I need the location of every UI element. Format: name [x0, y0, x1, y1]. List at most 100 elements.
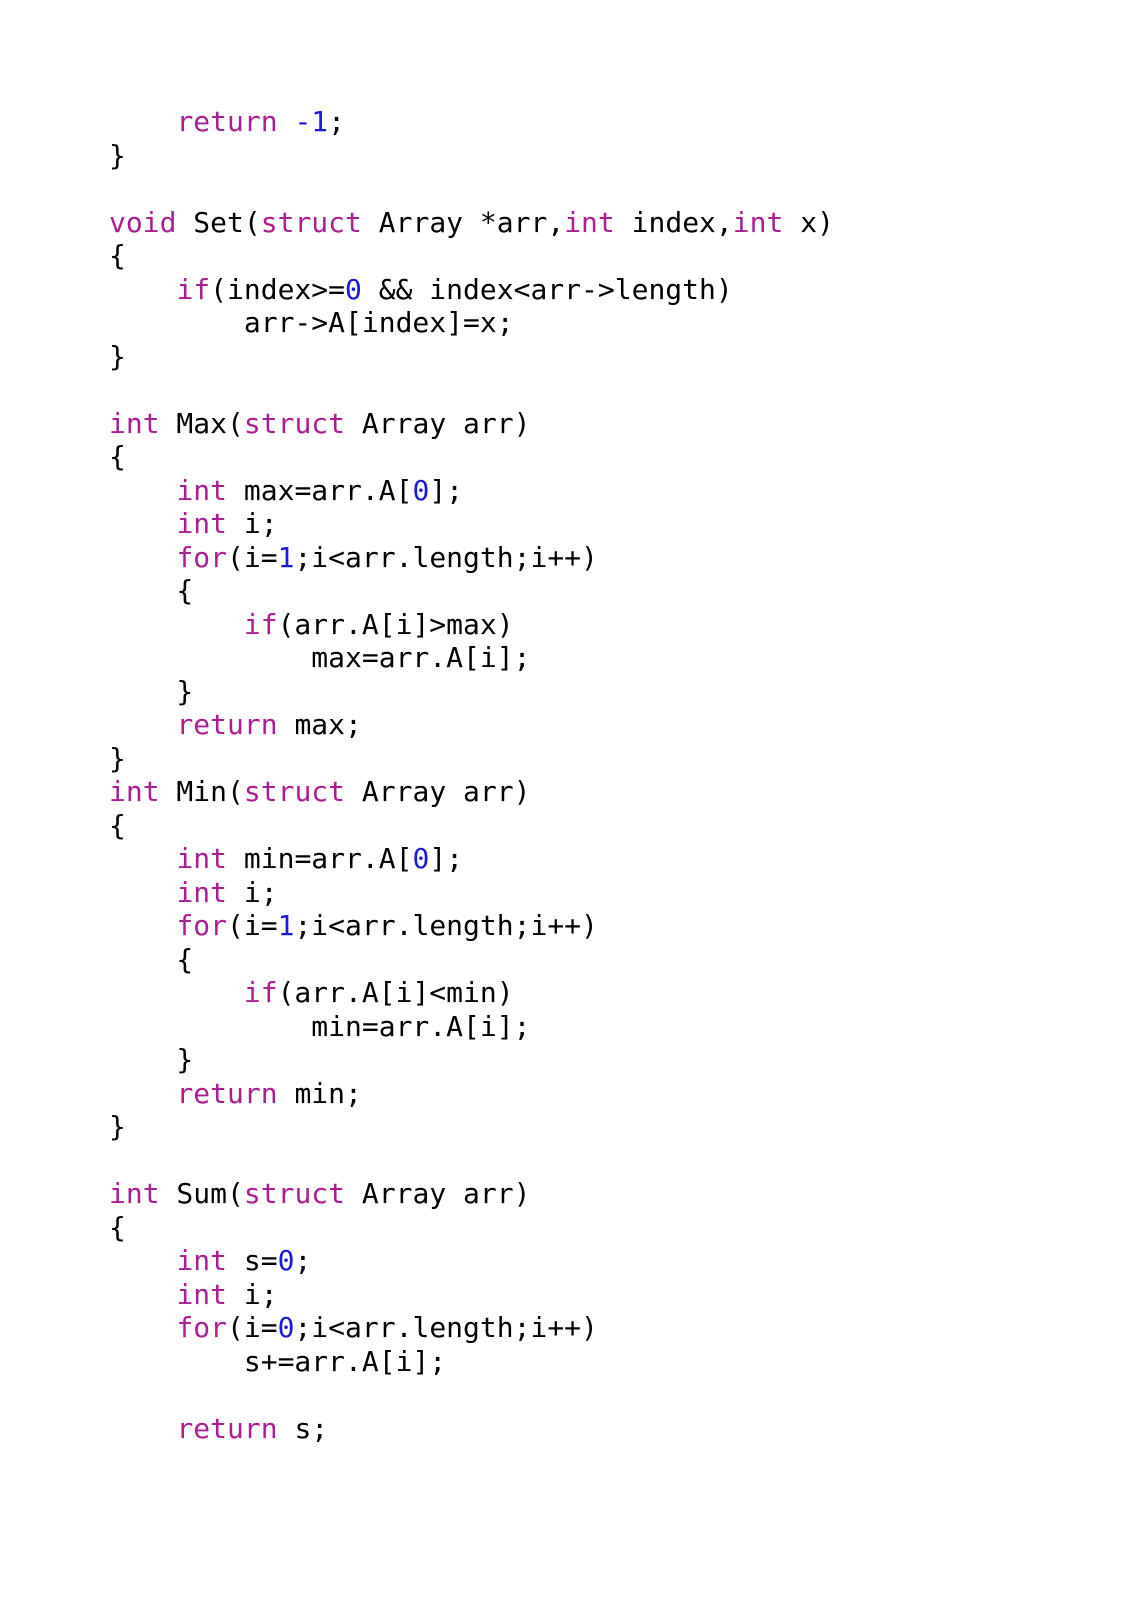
code-text: Min(	[159, 775, 244, 808]
code-text: (arr.A[i]>max)	[277, 607, 514, 641]
code-keyword: struct	[243, 1177, 346, 1210]
code-line: s+=arr.A[i];	[109, 1345, 1109, 1379]
code-text: max=arr.A[	[227, 473, 413, 507]
code-text: s;	[277, 1411, 329, 1445]
code-number: 0	[345, 272, 362, 306]
code-text	[109, 1278, 176, 1311]
code-line: int max=arr.A[0];	[109, 474, 1109, 508]
code-keyword: int	[176, 875, 228, 909]
code-keyword: for	[176, 1311, 228, 1344]
code-text: min;	[277, 1076, 362, 1110]
code-text: }	[109, 674, 194, 708]
code-text: index,	[614, 205, 733, 239]
code-line: for(i=0;i<arr.length;i++)	[109, 1311, 1109, 1345]
code-text: {	[109, 1210, 126, 1244]
code-text	[109, 474, 176, 507]
code-keyword: struct	[260, 205, 362, 239]
code-number: 0	[412, 473, 430, 507]
code-line: int Min(struct Array arr)	[109, 775, 1109, 809]
code-line: int Max(struct Array arr)	[109, 407, 1109, 441]
code-keyword: return	[176, 708, 278, 741]
code-text	[109, 909, 176, 942]
code-text: {	[109, 574, 194, 607]
code-number: -1	[294, 105, 329, 138]
code-line: {	[109, 809, 1109, 843]
code-line: int i;	[109, 507, 1109, 541]
code-line: }	[109, 742, 1109, 776]
code-text: arr->A[index]=x;	[109, 306, 514, 339]
code-text: Array arr)	[345, 406, 531, 440]
code-text: ;	[328, 105, 346, 138]
code-keyword: int	[564, 205, 615, 239]
code-line: return -1;	[109, 105, 1109, 139]
code-text: i;	[227, 875, 278, 909]
code-text: Set(	[176, 205, 261, 239]
code-keyword: int	[176, 1277, 228, 1311]
code-line: return min;	[109, 1077, 1109, 1111]
code-keyword: for	[176, 540, 228, 574]
code-text: min=arr.A[	[227, 842, 413, 875]
code-text: ;i<arr.length;i++)	[294, 909, 598, 942]
code-text	[109, 608, 244, 641]
code-text: ];	[429, 473, 464, 507]
code-keyword: if	[176, 272, 211, 306]
code-text: ;i<arr.length;i++)	[294, 540, 598, 574]
code-text: Array *arr,	[361, 205, 565, 239]
code-number: 1	[277, 909, 295, 942]
code-text: i;	[227, 1277, 278, 1311]
code-line: int i;	[109, 1278, 1109, 1312]
code-line: {	[109, 239, 1109, 273]
code-line: }	[109, 675, 1109, 709]
code-text: {	[109, 808, 126, 842]
code-line	[109, 1378, 1109, 1412]
code-text: {	[109, 440, 126, 473]
code-text: }	[109, 1043, 194, 1076]
code-keyword: struct	[243, 775, 346, 808]
code-line	[109, 1144, 1109, 1178]
code-text	[109, 708, 176, 741]
code-number: 0	[412, 842, 430, 875]
code-line: {	[109, 1211, 1109, 1245]
code-line: if(arr.A[i]>max)	[109, 608, 1109, 642]
code-line: }	[109, 139, 1109, 173]
code-text	[109, 1244, 176, 1277]
code-text: Sum(	[159, 1177, 244, 1210]
code-line	[109, 172, 1109, 206]
code-number: 1	[277, 540, 295, 574]
code-block: return -1;}void Set(struct Array *arr,in…	[109, 105, 1109, 1445]
code-text: }	[109, 1110, 126, 1143]
code-keyword: for	[176, 909, 228, 942]
code-text: Array arr)	[345, 775, 531, 808]
code-line: int Sum(struct Array arr)	[109, 1177, 1109, 1211]
code-keyword: int	[732, 205, 784, 239]
code-keyword: return	[176, 105, 278, 138]
code-text: i;	[227, 507, 278, 540]
code-line: }	[109, 340, 1109, 374]
code-number: 0	[277, 1311, 295, 1344]
code-line: int i;	[109, 876, 1109, 910]
code-line	[109, 373, 1109, 407]
code-text: max=arr.A[i];	[109, 641, 531, 674]
code-keyword: struct	[243, 406, 346, 440]
code-text: ];	[429, 842, 464, 875]
code-line: {	[109, 574, 1109, 608]
code-text: (i=	[227, 540, 278, 574]
code-text	[109, 105, 176, 138]
code-line: }	[109, 1043, 1109, 1077]
code-text: x)	[783, 205, 834, 239]
code-keyword: if	[243, 607, 278, 641]
code-text	[109, 1311, 176, 1344]
code-line: int s=0;	[109, 1244, 1109, 1278]
code-line: {	[109, 943, 1109, 977]
code-line: for(i=1;i<arr.length;i++)	[109, 541, 1109, 575]
code-keyword: if	[243, 976, 278, 1009]
code-text: min=arr.A[i];	[109, 1009, 531, 1043]
code-line: return max;	[109, 708, 1109, 742]
code-text: ;	[294, 1244, 312, 1277]
code-keyword: int	[109, 1177, 160, 1210]
code-line: }	[109, 1110, 1109, 1144]
code-text: max;	[277, 708, 362, 741]
code-text: ;i<arr.length;i++)	[294, 1311, 598, 1344]
code-text: (arr.A[i]<min)	[277, 976, 514, 1009]
